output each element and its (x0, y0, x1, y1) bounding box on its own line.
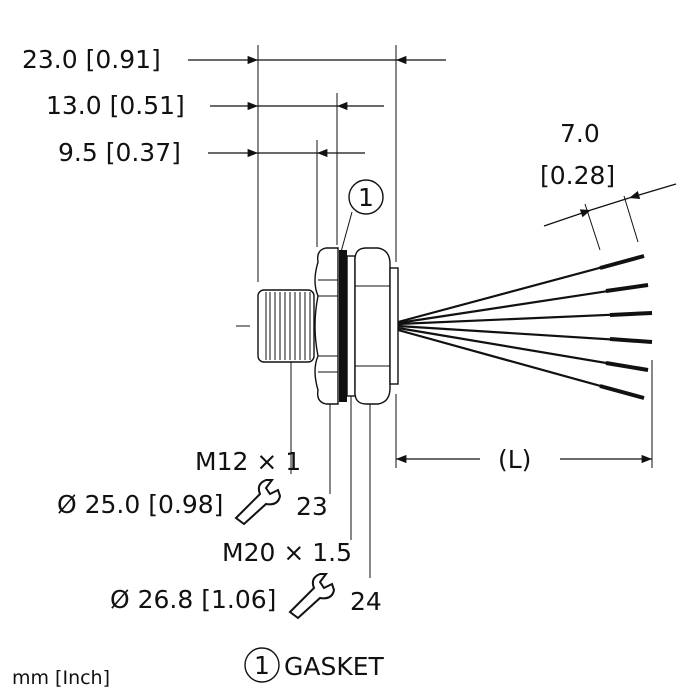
overall-length-label: 23.0 [0.91] (22, 45, 161, 74)
legend-item-label: GASKET (284, 652, 385, 681)
wrench-icon (288, 573, 336, 620)
hex-rear-label: Ø 26.8 [1.06] (110, 585, 276, 614)
wrench-rear-size: 24 (350, 587, 382, 616)
dimension-thread-length: 9.5 [0.37] (58, 138, 365, 167)
dimension-wire-strip: 7.0 [0.28] (540, 119, 677, 251)
front-hex-nut (314, 247, 339, 405)
dimension-overall-length: 23.0 [0.91] (22, 45, 446, 74)
legend: 1 GASKET mm [Inch] (12, 647, 385, 689)
wrench-front-size: 23 (296, 492, 328, 521)
svg-text:1: 1 (358, 183, 374, 212)
body-length-label: 13.0 [0.51] (46, 91, 185, 120)
hex-front-label: Ø 25.0 [0.98] (57, 490, 223, 519)
circled-number-icon (244, 647, 280, 683)
dimension-cable-length: (L) (395, 360, 653, 474)
cable-length-label: (L) (498, 445, 531, 474)
wrench-icon (234, 479, 282, 526)
wire-strip-inch-label: [0.28] (540, 161, 615, 190)
thread-front-label: M12 × 1 (195, 447, 301, 476)
extension-lines (257, 45, 397, 282)
connector-body (236, 247, 399, 405)
dimension-body-length: 13.0 [0.51] (46, 91, 384, 120)
m20-thread-stub (389, 267, 399, 385)
gasket-callout: 1 (340, 179, 384, 253)
washer (346, 255, 356, 397)
circled-number-icon (348, 179, 384, 215)
legend-item-number: 1 (254, 651, 270, 680)
wire-strip-label: 7.0 (560, 119, 600, 148)
gasket (339, 250, 347, 402)
thread-rear-label: M20 × 1.5 (222, 538, 352, 567)
rear-hex-nut (354, 247, 391, 405)
thread-length-label: 9.5 [0.37] (58, 138, 181, 167)
units-label: mm [Inch] (12, 667, 110, 689)
wire-bundle (397, 254, 653, 400)
leader-lines (290, 362, 371, 578)
